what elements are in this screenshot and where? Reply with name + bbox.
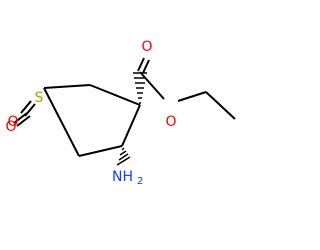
amino-nitrogen-label: NH	[112, 169, 133, 185]
amino-hydrogen-count: 2	[137, 176, 143, 187]
sulfonyl-oxygen-top-label: O	[7, 114, 18, 130]
bond-ester-o-ch2	[177, 91, 207, 102]
bond-s-c2	[43, 84, 91, 89]
bond-carboxyl-carbonyl-o-b	[142, 59, 150, 74]
sulfur-atom-label: S	[35, 90, 44, 106]
molecule-structure-diagram: S O O O O NH 2	[5, 39, 236, 187]
bond-c2-c3	[89, 84, 141, 106]
carbonyl-oxygen-label: O	[141, 39, 152, 55]
ester-oxygen-label: O	[165, 114, 176, 130]
bond-s-o-bottom-a	[13, 112, 28, 124]
bond-c4-c5	[78, 145, 123, 157]
bond-ch2-ch3	[205, 91, 236, 120]
bond-s-o-bottom-b	[16, 115, 31, 127]
hashed-wedge-bond-c3-carboxyl	[133, 72, 147, 104]
bond-c5-s	[43, 87, 80, 157]
sulfonyl-oxygen-bottom-label: O	[5, 119, 16, 135]
bond-c3-c4	[121, 104, 141, 147]
hashed-wedge-bond-c4-amino	[116, 147, 131, 166]
bond-carboxyl-carbonyl-o-a	[137, 57, 145, 72]
amino-group-label: NH 2	[112, 169, 143, 187]
bond-s-o-top-a	[20, 100, 32, 114]
bond-carboxyl-ester-o	[139, 71, 165, 100]
